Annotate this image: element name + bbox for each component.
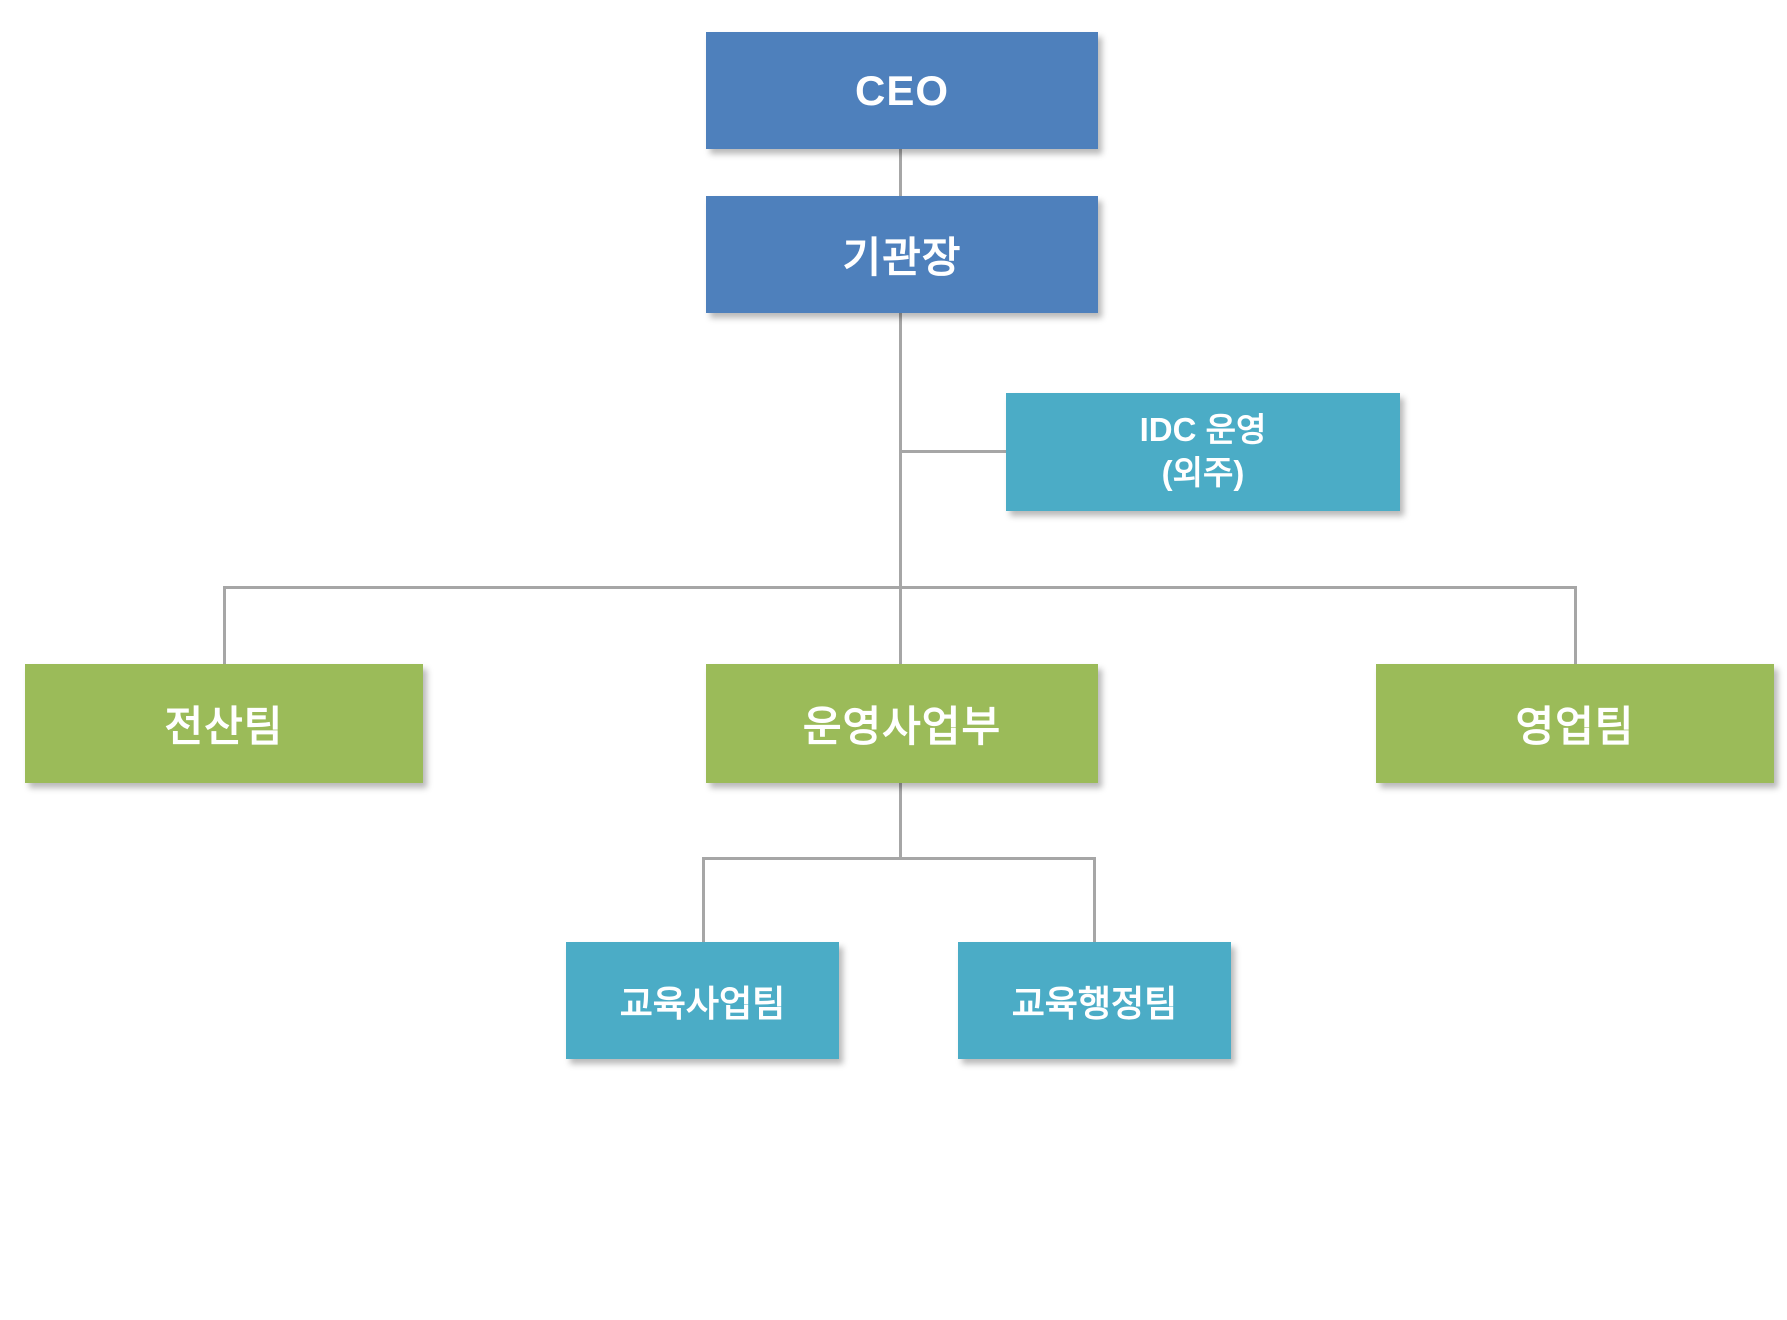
node-ceo: CEO [706, 32, 1098, 149]
node-education-admin-team: 교육행정팀 [958, 942, 1231, 1059]
node-sales-team-label: 영업팀 [1515, 703, 1635, 750]
connector-drop-sales-team [1574, 586, 1577, 664]
connector-idc-stub [899, 450, 1006, 453]
node-it-team-label: 전산팀 [164, 703, 284, 750]
connector-director-trunk [899, 313, 902, 664]
node-idc-label-line1: IDC 운영 [1139, 411, 1267, 449]
node-idc-label-line2: (외주) [1161, 454, 1245, 491]
node-director: 기관장 [706, 196, 1098, 313]
node-operations-division-label: 운영사업부 [802, 703, 1002, 750]
node-education-admin-team-label: 교육행정팀 [1011, 982, 1178, 1024]
connector-main-horizontal [223, 586, 1577, 589]
connector-ceo-director [899, 149, 902, 196]
node-sales-team: 영업팀 [1376, 664, 1774, 783]
node-education-business-team-label: 교육사업팀 [619, 982, 786, 1024]
connector-drop-education-admin [1093, 857, 1096, 942]
node-education-business-team: 교육사업팀 [566, 942, 839, 1059]
node-operations-division: 운영사업부 [706, 664, 1098, 783]
connector-drop-it-team [223, 586, 226, 664]
connector-operations-trunk [899, 783, 902, 859]
connector-sub-horizontal [702, 857, 1096, 860]
node-it-team: 전산팀 [25, 664, 423, 783]
node-idc-operations: IDC 운영 (외주) [1006, 393, 1400, 511]
connector-drop-education-business [702, 857, 705, 942]
node-ceo-label: CEO [854, 66, 949, 114]
node-director-label: 기관장 [842, 234, 962, 281]
